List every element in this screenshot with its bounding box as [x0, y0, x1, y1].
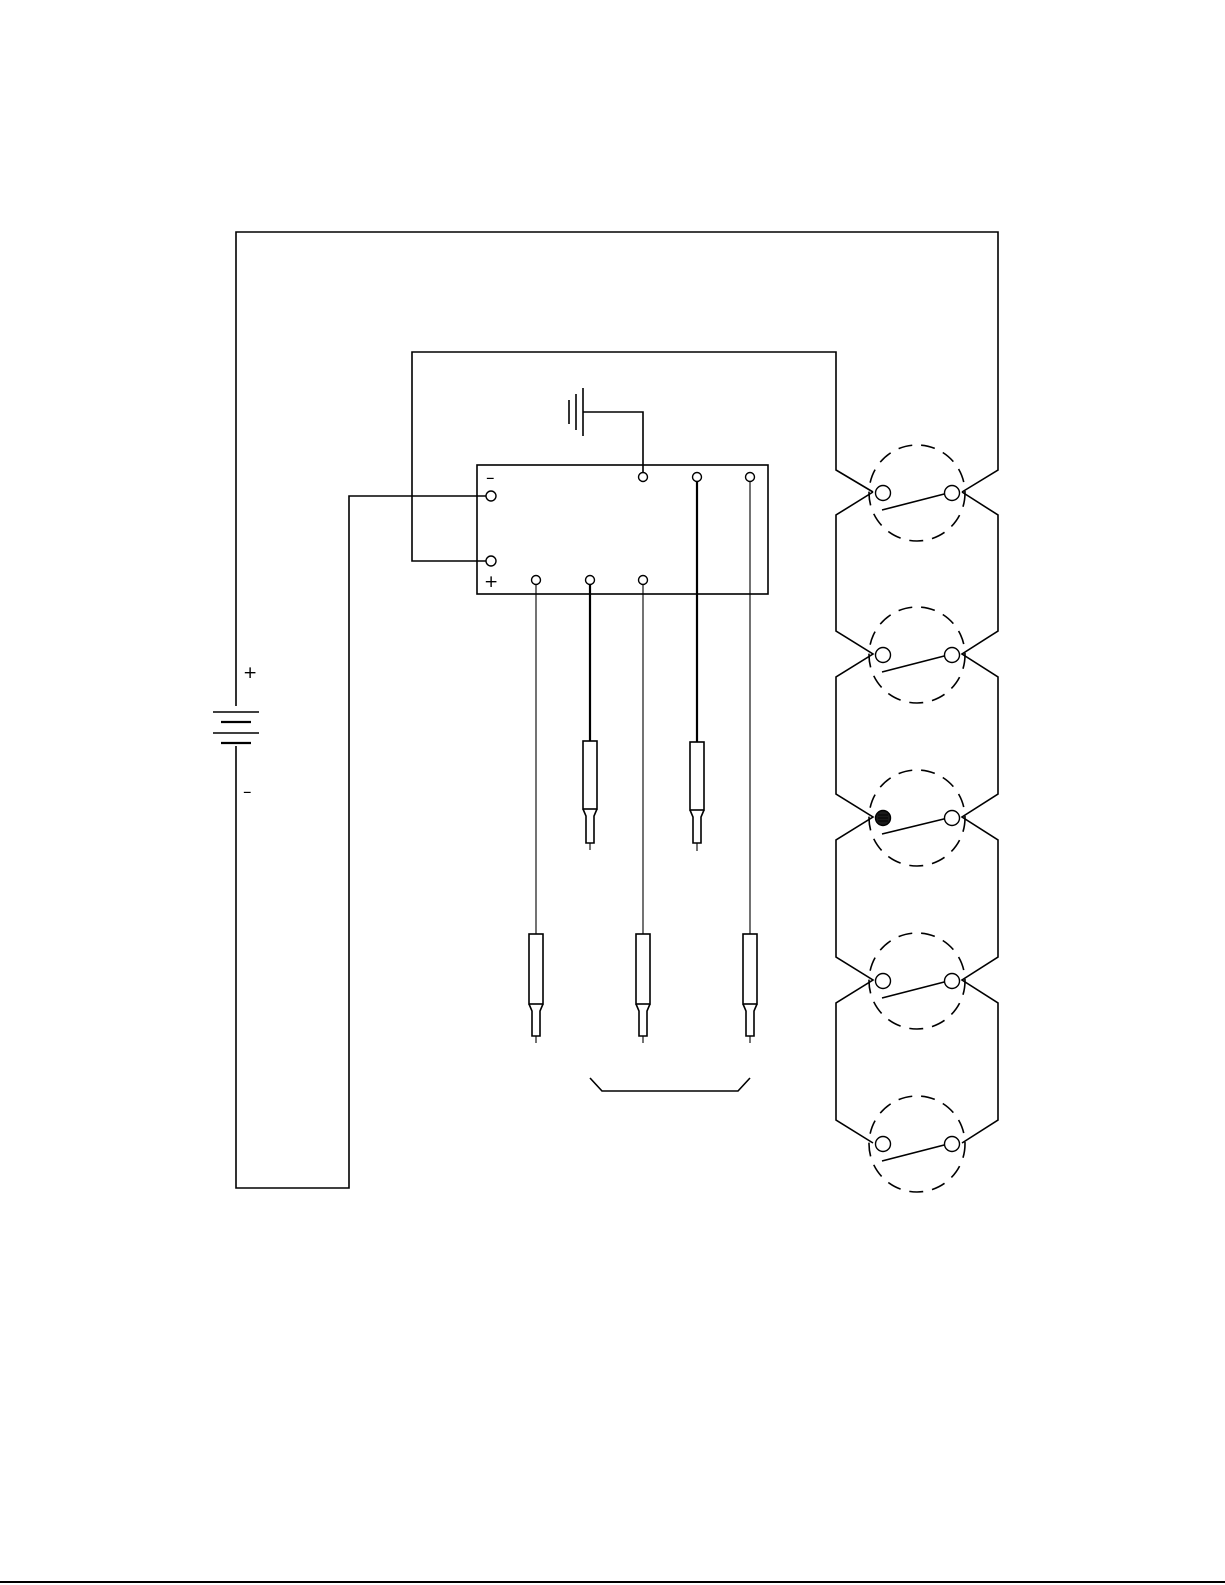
igniter-fired [869, 770, 965, 866]
box-bottom-terminal [586, 576, 595, 585]
box-top-terminal [693, 473, 702, 482]
battery-minus-label: – [243, 782, 252, 802]
probe [690, 742, 704, 851]
box-minus-label: – [486, 468, 495, 488]
box-bottom-terminal [639, 576, 648, 585]
box-ground-terminal [639, 473, 648, 482]
box-bottom-terminal [532, 576, 541, 585]
box-negative-terminal [486, 491, 496, 501]
probe-group-bracket [590, 1078, 750, 1091]
battery-plus-label: + [243, 663, 257, 683]
probe [743, 934, 757, 1043]
ground-symbol [569, 388, 643, 476]
probe [529, 934, 543, 1043]
battery-symbol [213, 712, 259, 743]
box-positive-terminal [486, 556, 496, 566]
battery-negative-wire [236, 496, 491, 1188]
box-plus-label: + [484, 572, 498, 592]
box-top-terminal [746, 473, 755, 482]
igniter [869, 1096, 965, 1192]
igniter [869, 607, 965, 703]
battery-positive-wire [236, 232, 998, 706]
igniter [869, 445, 965, 541]
probe [583, 741, 597, 850]
igniter [869, 933, 965, 1029]
igniter-chain-left-wire [836, 492, 873, 1143]
control-box [477, 465, 768, 594]
probe [636, 934, 650, 1043]
igniter-chain-right-wire [962, 492, 998, 1143]
page-bottom-rule [0, 1581, 1225, 1583]
